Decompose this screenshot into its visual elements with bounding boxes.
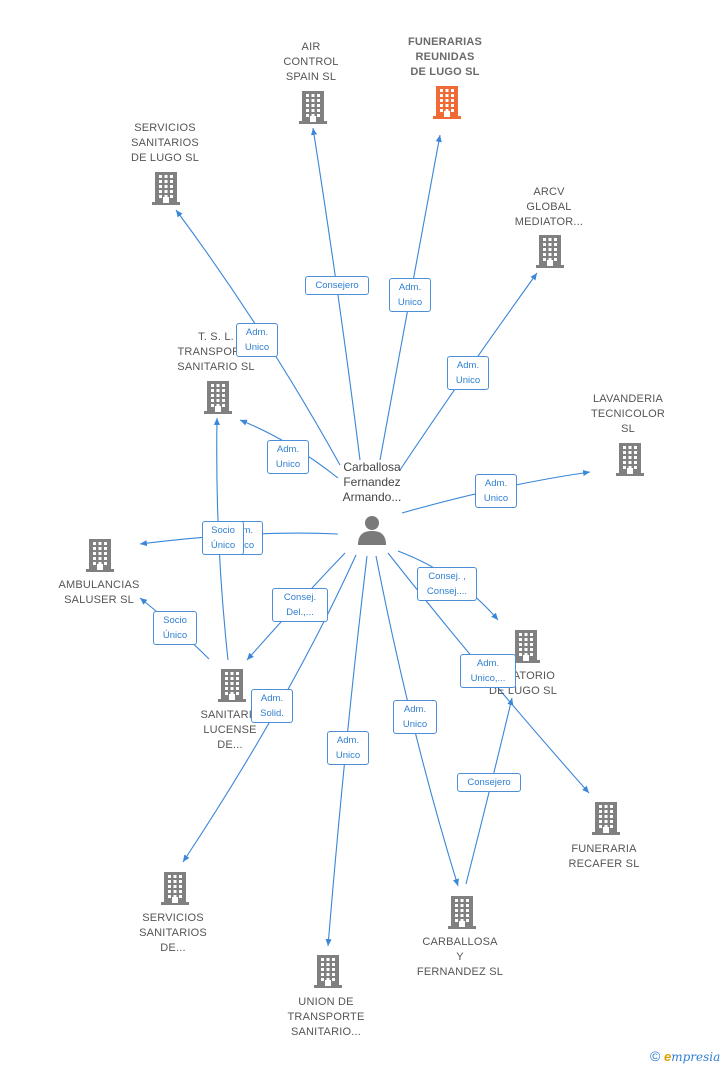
building-icon[interactable] [535, 234, 565, 273]
edge-label-arcv[interactable]: Adm. Unico [447, 356, 489, 390]
building-icon[interactable] [511, 629, 541, 668]
company-label-lavanderia[interactable]: LAVANDERIA TECNICOLOR SL [590, 393, 666, 435]
edge-label-lavanderia[interactable]: Adm. Unico [475, 474, 517, 508]
building-icon[interactable] [203, 380, 233, 419]
edge-label-recafer[interactable]: Adm. Unico,... [460, 654, 516, 688]
edge-label-servde[interactable]: Adm. Solid. [251, 689, 293, 723]
person-node[interactable]: Carballosa Fernandez Armando... [330, 460, 414, 551]
building-icon[interactable] [217, 668, 247, 707]
person-name[interactable]: Carballosa Fernandez Armando... [342, 460, 402, 504]
edge-label-servlugo[interactable]: Adm. Unico [236, 323, 278, 357]
edge-label-funerarias[interactable]: Adm. Unico [389, 278, 431, 312]
company-label-air[interactable]: AIR CONTROL SPAIN SL [283, 41, 339, 83]
building-icon[interactable] [615, 442, 645, 481]
building-icon[interactable] [160, 871, 190, 910]
edge-label-tsl[interactable]: Adm. Unico [267, 440, 309, 474]
company-label-carballosa[interactable]: CARBALLOSA Y FERNANDEZ SL [416, 936, 504, 978]
company-label-ambulancias[interactable]: AMBULANCIAS SALUSER SL [58, 579, 140, 606]
company-label-tsl[interactable]: T. S. L. TRANSPORTE SANITARIO SL [177, 331, 255, 373]
edge-label-tanatorio[interactable]: Consej. , Consej.... [417, 567, 477, 601]
company-label-servlugo[interactable]: SERVICIOS SANITARIOS DE LUGO SL [130, 122, 200, 164]
building-icon[interactable] [85, 538, 115, 577]
building-icon[interactable] [447, 895, 477, 934]
empresia-brand[interactable]: © empresia [650, 1048, 720, 1064]
edge-label-tanatorio-from-carballosa[interactable]: Consejero [457, 773, 521, 792]
edge-label-ambulancias-from-lucense[interactable]: Socio Único [153, 611, 197, 645]
copyright-symbol: © [650, 1048, 661, 1064]
building-icon[interactable] [298, 90, 328, 129]
company-label-recafer[interactable]: FUNERARIA RECAFER SL [568, 843, 640, 870]
brand-initial: e [663, 1049, 672, 1064]
edge-label-lucense[interactable]: Consej. Del.,... [272, 588, 328, 622]
brand-name: mpresia [671, 1050, 721, 1064]
building-icon[interactable] [151, 171, 181, 210]
person-icon [358, 516, 386, 545]
company-label-servde[interactable]: SERVICIOS SANITARIOS DE... [139, 912, 207, 954]
edge-label-air[interactable]: Consejero [305, 276, 369, 295]
company-label-arcv[interactable]: ARCV GLOBAL MEDIATOR... [514, 186, 584, 228]
edge-label-tsl-from-lucense[interactable]: Socio Único [202, 521, 244, 555]
company-label-lucense[interactable]: SANITARIA LUCENSE DE... [200, 709, 260, 751]
edge-label-carballosa[interactable]: Adm. Unico [393, 700, 437, 734]
company-label-union[interactable]: UNION DE TRANSPORTE SANITARIO... [287, 996, 365, 1038]
company-label-funerarias[interactable]: FUNERARIAS REUNIDAS DE LUGO SL [407, 36, 483, 78]
edge-label-union[interactable]: Adm. Unico [327, 731, 369, 765]
building-icon[interactable] [591, 801, 621, 840]
building-icon[interactable] [432, 85, 462, 124]
edge-person-to-air [311, 127, 361, 461]
building-icon[interactable] [313, 954, 343, 993]
